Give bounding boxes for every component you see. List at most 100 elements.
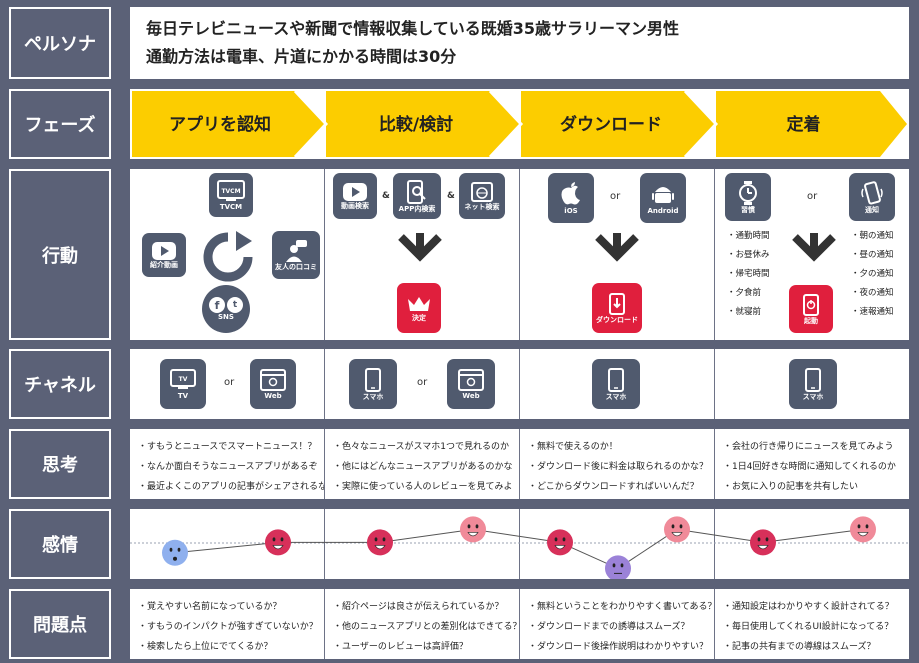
browser-globe-icon <box>471 181 493 202</box>
phase-label-3: ダウンロード <box>560 115 662 135</box>
emotion-connector <box>762 528 864 543</box>
list-item: ・朝の通知 <box>851 231 894 241</box>
list-item: ・ダウンロードまでの誘導はスムーズ？ <box>528 622 690 632</box>
cycle-icon <box>203 231 253 282</box>
down-arrow-icon <box>792 233 836 262</box>
phone-label: スマホ <box>362 392 384 401</box>
list-item: ・どこからダウンロードすればいいんだ？ <box>528 482 699 492</box>
friend-review-label: 友人の口コミ <box>275 262 317 271</box>
emotion-face-icon <box>605 555 631 579</box>
problem-cell-compare: ・紹介ページは良さが伝えられているか？ ・他のニュースアプリとの差別化はできてる… <box>325 589 520 659</box>
notify-list: ・朝の通知 ・昼の通知 ・夕の通知 ・夜の通知 ・速報通知 <box>851 227 894 322</box>
thought-list: ・無料で使えるのか！ ・ダウンロード後に料金は取られるのかな？ ・どこからダウン… <box>528 437 708 497</box>
phase-label-4: 定着 <box>786 115 821 135</box>
emotion-face-icon <box>460 516 486 543</box>
or-text: or <box>417 377 428 388</box>
down-arrow-icon <box>398 233 442 262</box>
phone-channel-tile: スマホ <box>789 359 837 409</box>
problem-cell-download: ・無料ということをわかりやすく書いてある？ ・ダウンロードまでの誘導はスムーズ？… <box>520 589 715 659</box>
phone-label: スマホ <box>605 392 627 401</box>
habit-tile: 習慣 <box>725 173 771 221</box>
list-item: ・最近よくこのアプリの記事がシェアされるな <box>138 482 325 492</box>
list-item: ・就寝前 <box>727 307 762 317</box>
list-item: ・覚えやすい名前になっているか？ <box>138 602 282 612</box>
net-search-tile: ネット検索 <box>459 173 505 219</box>
list-item: ・昼の通知 <box>851 250 894 260</box>
phone-label: スマホ <box>802 392 824 401</box>
list-item: ・会社の行き帰りにニュースを見てみよう <box>723 442 894 452</box>
problem-list: ・無料ということをわかりやすく書いてある？ ・ダウンロードまでの誘導はスムーズ？… <box>528 597 714 657</box>
phone-power-icon <box>803 293 819 316</box>
android-tile: Android <box>640 173 686 223</box>
emotion-panel <box>130 509 909 579</box>
channel-cell-download: スマホ <box>520 349 715 419</box>
thought-list: ・色々なニュースがスマホ1つで見れるのか ・他にはどんなニュースアプリがあるのか… <box>333 437 513 497</box>
phase-panel: アプリを認知 比較/検討 ダウンロード 定着 <box>130 89 909 159</box>
list-item: ・通勤時間 <box>727 231 770 241</box>
channel-cell-awareness: TV TV or Web <box>130 349 325 419</box>
channel-cell-compare: スマホ or Web <box>325 349 520 419</box>
phone-vibrate-icon <box>861 180 883 205</box>
phase-arrow-4 <box>716 91 907 157</box>
list-item: ・紹介ページは良さが伝えられているか？ <box>333 602 504 612</box>
problem-cell-awareness: ・覚えやすい名前になっているか？ ・すもうのインパクトが強すぎていないか？ ・検… <box>130 589 325 659</box>
intro-video-tile: 紹介動画 <box>142 233 186 277</box>
action-cell-download: iOS or Android ダウンロード <box>520 169 715 340</box>
list-item: ・1日4回好きな時間に通知してくれるのか <box>723 462 896 472</box>
decide-tile: 決定 <box>397 283 441 333</box>
launch-label: 起動 <box>804 316 818 325</box>
ampersand-1: & <box>382 191 390 201</box>
list-item: ・速報通知 <box>851 307 894 317</box>
browser-icon <box>458 368 484 391</box>
phase-arrow-3 <box>521 91 716 157</box>
crown-icon <box>408 296 430 311</box>
web-label: Web <box>264 391 282 400</box>
emotion-face-icon <box>547 529 573 556</box>
persona-line-1: 毎日テレビニュースや新聞で情報収集している既婚35歳サラリーマン男性 <box>146 19 679 38</box>
list-item: ・他のニュースアプリとの差別化はできてる？ <box>333 622 520 632</box>
apple-icon <box>561 181 580 204</box>
intro-video-label: 紹介動画 <box>150 260 178 269</box>
or-text: or <box>610 191 621 202</box>
facebook-icon: f <box>209 297 225 313</box>
video-play-icon <box>152 241 176 260</box>
phone-search-icon <box>407 179 426 204</box>
net-search-label: ネット検索 <box>464 202 500 211</box>
persona-description: 毎日テレビニュースや新聞で情報収集している既婚35歳サラリーマン男性 通勤方法は… <box>146 15 679 71</box>
channel-panel: TV TV or Web スマホ or Web スマホ <box>130 349 909 419</box>
thinking-cell-retention: ・会社の行き帰りにニュースを見てみよう ・1日4回好きな時間に通知してくれるのか… <box>715 429 909 499</box>
android-label: Android <box>647 206 679 215</box>
habit-list: ・通勤時間 ・お昼休み ・帰宅時間 ・夕食前 ・就寝前 <box>727 227 770 322</box>
smartphone-icon <box>608 367 624 392</box>
list-item: ・なんか面白そうなニュースアプリがあるぞ <box>138 462 318 472</box>
list-item: ・毎日使用してくれるUI設計になってる？ <box>723 622 894 632</box>
row-label-action: 行動 <box>9 169 111 340</box>
phase-label-1: アプリを認知 <box>169 115 271 135</box>
phase-arrows <box>132 89 907 159</box>
row-label-channel: チャネル <box>9 349 111 419</box>
ios-label: iOS <box>564 206 578 215</box>
emotion-connector <box>379 528 474 543</box>
app-search-tile: APP内検索 <box>393 173 441 219</box>
download-label: ダウンロード <box>596 315 638 324</box>
tvcm-tile: TVCM TVCM <box>209 173 253 217</box>
list-item: ・ユーザーのレビューは高評価？ <box>333 642 468 652</box>
friend-review-tile: 友人の口コミ <box>272 231 320 279</box>
list-item: ・色々なニュースがスマホ1つで見れるのか <box>333 442 510 452</box>
tv-channel-tile: TV TV <box>160 359 206 409</box>
action-panel: TVCM TVCM 紹介動画 友人の口コミ f t SNS <box>130 169 909 340</box>
list-item: ・他にはどんなニュースアプリがあるのかな <box>333 462 513 472</box>
tv-icon: TVCM <box>217 179 245 201</box>
channel-cell-retention: スマホ <box>715 349 909 419</box>
list-item: ・ダウンロード後に料金は取られるのかな？ <box>528 462 709 472</box>
emotion-face-icon <box>265 529 291 556</box>
list-item: ・夜の通知 <box>851 288 894 298</box>
phase-label-2: 比較/検討 <box>378 115 454 135</box>
list-item: ・夕食前 <box>727 288 762 298</box>
problem-cell-retention: ・通知設定はわかりやすく設計されてる？ ・毎日使用してくれるUI設計になってる？… <box>715 589 909 659</box>
emotion-connector <box>472 528 561 543</box>
phase-arrow-1 <box>132 91 326 157</box>
app-search-label: APP内検索 <box>398 204 436 213</box>
ios-tile: iOS <box>548 173 594 223</box>
phone-channel-tile: スマホ <box>592 359 640 409</box>
